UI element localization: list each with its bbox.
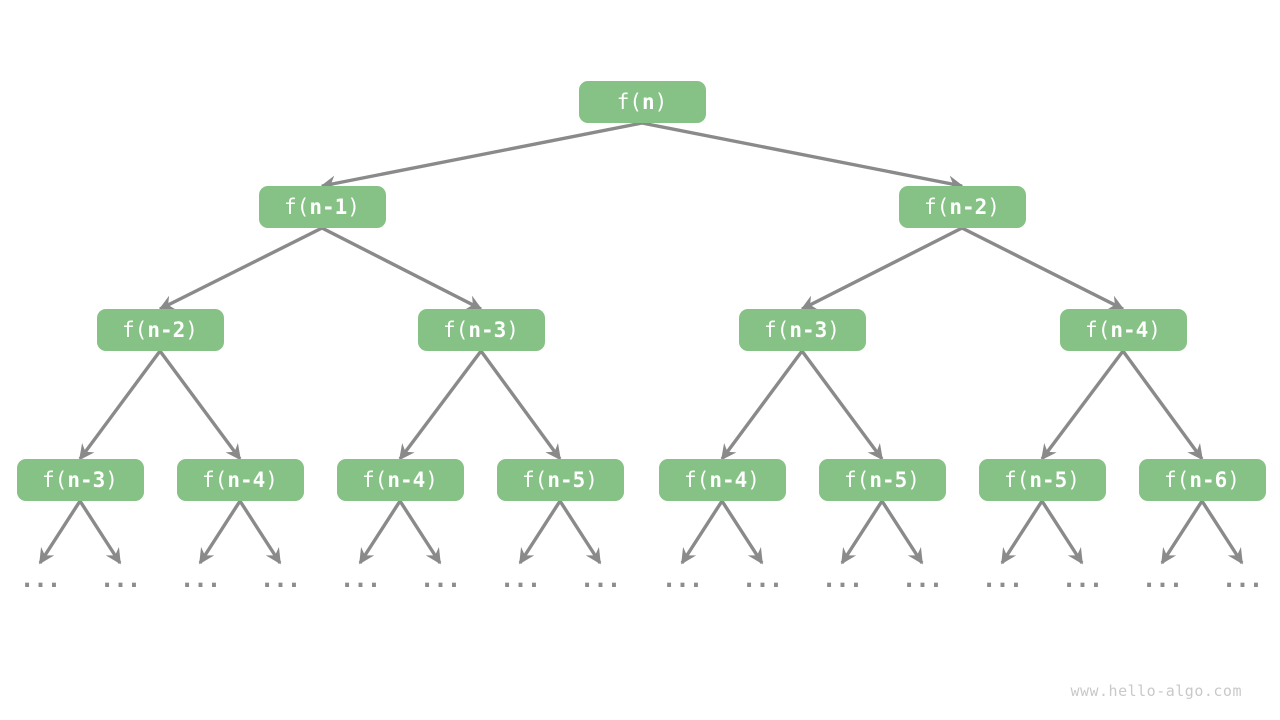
tree-node: f(n-4) (176, 459, 304, 501)
tree-node: f(n-5) (818, 459, 946, 501)
ellipsis-leaf: ... (99, 565, 141, 593)
tree-edge-arrow (961, 226, 1125, 311)
tree-node: f(n-3) (16, 459, 144, 501)
tree-node: f(n-4) (336, 459, 464, 501)
tree-edge-arrow (238, 500, 282, 565)
ellipsis-leaf: ... (499, 565, 541, 593)
ellipsis-leaf: ... (1221, 565, 1263, 593)
tree-edge-arrow (158, 226, 323, 311)
tree-node: f(n-4) (658, 459, 786, 501)
tree-edge-arrow (558, 500, 602, 565)
tree-edge-arrow (840, 500, 884, 565)
tree-edge-arrow (720, 349, 804, 461)
tree-edge-arrow (398, 349, 483, 461)
tree-edge-arrow (720, 500, 764, 565)
ellipsis-leaf: ... (661, 565, 703, 593)
tree-edge-arrow (38, 500, 82, 565)
tree-edge-arrow (78, 349, 162, 461)
tree-edge-arrow (320, 121, 643, 191)
tree-node: f(n-6) (1138, 459, 1266, 501)
tree-edge-arrow (78, 500, 122, 565)
tree-edge-arrow (1000, 500, 1044, 565)
tree-edge-arrow (1040, 349, 1125, 461)
tree-edge-arrow (880, 500, 924, 565)
tree-edge-arrow (1040, 500, 1084, 565)
tree-edge-arrow (1121, 349, 1204, 461)
tree-edge-arrow (800, 349, 884, 461)
tree-node: f(n-2) (898, 186, 1026, 228)
tree-edge-arrow (1200, 500, 1244, 565)
ellipsis-leaf: ... (821, 565, 863, 593)
ellipsis-leaf: ... (981, 565, 1023, 593)
ellipsis-leaf: ... (259, 565, 301, 593)
tree-edge-arrow (321, 226, 483, 311)
ellipsis-leaf: ... (1061, 565, 1103, 593)
tree-edge-arrow (158, 349, 242, 461)
tree-node: f(n-3) (738, 309, 866, 351)
tree-node: f(n) (578, 81, 706, 123)
tree-edge-arrow (1160, 500, 1204, 565)
tree-node: f(n-5) (978, 459, 1106, 501)
watermark: www.hello-algo.com (1070, 682, 1242, 700)
tree-edge-arrow (680, 500, 724, 565)
ellipsis-leaf: ... (339, 565, 381, 593)
ellipsis-leaf: ... (1141, 565, 1183, 593)
tree-edge-arrow (800, 226, 963, 311)
tree-node: f(n-2) (96, 309, 224, 351)
ellipsis-leaf: ... (901, 565, 943, 593)
ellipsis-leaf: ... (741, 565, 783, 593)
tree-node: f(n-1) (258, 186, 386, 228)
tree-edge-arrow (398, 500, 442, 565)
tree-node: f(n-3) (417, 309, 545, 351)
ellipsis-leaf: ... (419, 565, 461, 593)
tree-edge-arrow (641, 121, 964, 191)
ellipsis-leaf: ... (579, 565, 621, 593)
tree-node: f(n-5) (496, 459, 624, 501)
ellipsis-leaf: ... (179, 565, 221, 593)
tree-edge-arrow (479, 349, 562, 461)
tree-edge-arrow (198, 500, 242, 565)
tree-node: f(n-4) (1059, 309, 1187, 351)
tree-edge-arrow (358, 500, 402, 565)
ellipsis-leaf: ... (19, 565, 61, 593)
tree-edge-arrow (518, 500, 562, 565)
